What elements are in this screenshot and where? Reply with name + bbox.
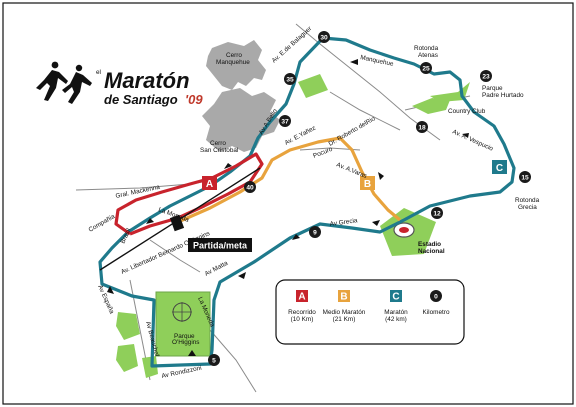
km-marker: 5 xyxy=(208,354,220,366)
svg-text:35: 35 xyxy=(286,77,294,84)
svg-text:Recorrido(10 Km): Recorrido(10 Km) xyxy=(288,309,316,323)
start-finish-label: Partida/meta xyxy=(193,241,248,251)
svg-text:12: 12 xyxy=(433,211,441,218)
km-marker: 12 xyxy=(431,207,443,219)
svg-text:23: 23 xyxy=(482,74,490,81)
logo-prefix: el xyxy=(96,69,101,76)
svg-text:0: 0 xyxy=(434,294,438,301)
svg-text:B: B xyxy=(340,292,347,303)
legend: A Recorrido(10 Km) B Medio Maratón(21 Km… xyxy=(275,279,465,345)
park-ohiggins xyxy=(155,291,211,357)
hill-cerro-manquehue xyxy=(206,40,266,90)
start-finish-marker xyxy=(169,214,185,232)
logo-title: Maratón xyxy=(104,68,190,93)
svg-text:37: 37 xyxy=(281,119,289,126)
route-c-maraton xyxy=(98,36,516,368)
svg-text:Medio Maratón(21 Km): Medio Maratón(21 Km) xyxy=(323,309,366,323)
direction-arrows xyxy=(107,59,469,356)
svg-text:Kilometro: Kilometro xyxy=(423,309,450,316)
park-padre-hurtado xyxy=(430,82,470,102)
svg-text:40: 40 xyxy=(246,185,254,192)
park-country-club xyxy=(412,98,450,114)
legend-item-b: B Medio Maratón(21 Km) xyxy=(323,290,366,323)
logo-subtitle: de Santiago xyxy=(104,92,178,107)
svg-text:A: A xyxy=(206,179,213,190)
legend-frame xyxy=(275,279,465,345)
km-marker: 23 xyxy=(480,70,492,82)
park-west-2 xyxy=(116,344,138,372)
svg-text:30: 30 xyxy=(320,35,328,42)
km-marker: 35 xyxy=(284,73,296,85)
legend-item-c: C Maratón(42 km) xyxy=(384,290,408,323)
logo-year: '09 xyxy=(185,92,203,107)
svg-text:9: 9 xyxy=(313,230,317,237)
legend-item-km: 0 Kilometro xyxy=(423,290,450,316)
km-marker: 9 xyxy=(309,226,321,238)
route-badge-c: C xyxy=(492,160,507,174)
event-logo: el Maratón de Santiago '09 xyxy=(36,61,203,107)
route-b-medio-maraton xyxy=(177,136,402,224)
km-marker: 37 xyxy=(279,115,291,127)
park-west-3 xyxy=(142,356,158,378)
svg-text:15: 15 xyxy=(521,175,529,182)
route-badge-b: B xyxy=(360,176,375,190)
runner-icon xyxy=(36,61,92,104)
label-country-club: Country Club xyxy=(448,108,486,115)
svg-text:C: C xyxy=(496,163,503,174)
km-marker: 30 xyxy=(318,31,330,43)
svg-text:5: 5 xyxy=(212,358,216,365)
km-marker: 25 xyxy=(420,62,432,74)
svg-text:18: 18 xyxy=(418,125,426,132)
svg-text:A: A xyxy=(298,292,305,303)
route-badge-a: A xyxy=(202,176,217,190)
svg-text:B: B xyxy=(364,179,371,190)
km-marker: 18 xyxy=(416,121,428,133)
km-marker: 15 xyxy=(519,171,531,183)
street-av-grecia: Av Grecia xyxy=(329,217,358,228)
km-marker: 40 xyxy=(244,181,256,193)
park-near-35 xyxy=(298,74,328,98)
start-finish-label-box xyxy=(188,238,252,252)
svg-text:25: 25 xyxy=(422,66,430,73)
svg-text:Maratón(42 km): Maratón(42 km) xyxy=(384,309,408,323)
svg-text:C: C xyxy=(392,292,399,303)
legend-item-a: A Recorrido(10 Km) xyxy=(288,290,316,323)
park-west-1 xyxy=(116,312,140,340)
